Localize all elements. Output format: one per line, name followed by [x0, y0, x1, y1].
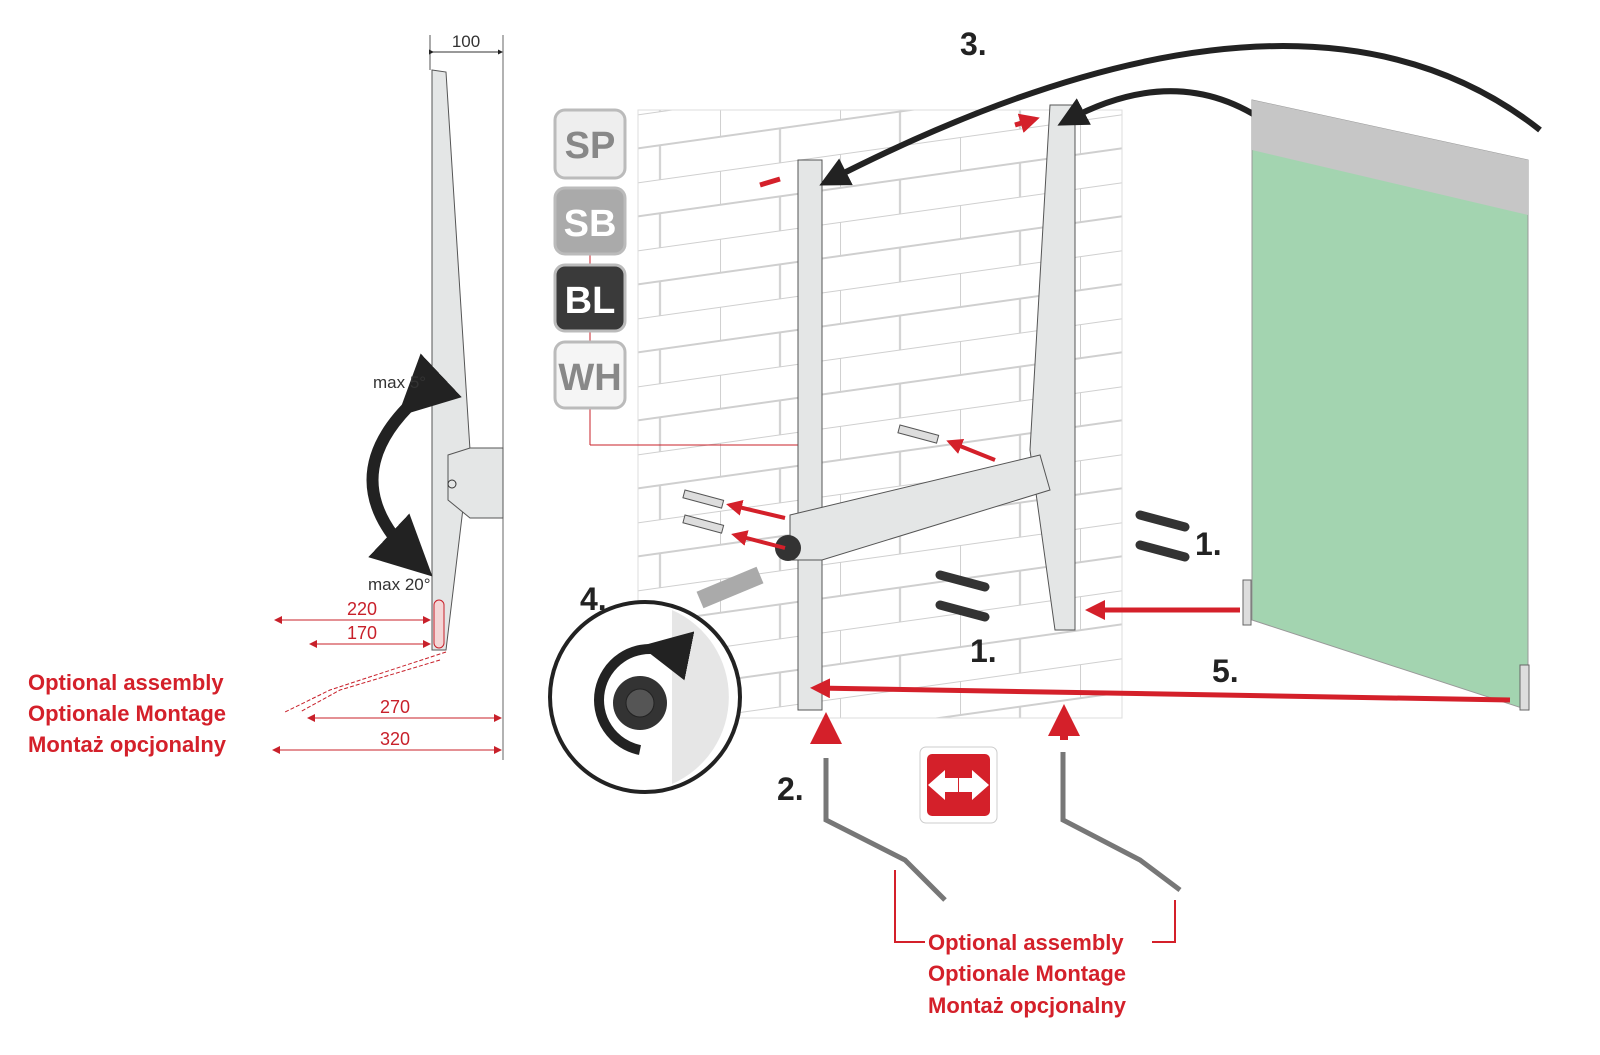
dim-220: 220 — [347, 599, 377, 619]
angle-bottom-label: max 20° — [368, 575, 431, 594]
feet — [810, 704, 1182, 943]
dim-170: 170 — [347, 623, 377, 643]
tilt-arrow-icon — [366, 353, 462, 577]
optional-label-pl: Montaż opcjonalny — [28, 732, 227, 757]
screws — [682, 424, 1190, 622]
step-1-bottom: 1. — [970, 633, 997, 669]
angle-top-label: max 5° — [373, 373, 426, 392]
optional-label-de: Optionale Montage — [28, 701, 226, 726]
step-2-label: 2. — [777, 771, 804, 807]
badge-bl: BL — [565, 280, 616, 322]
step-1-right: 1. — [1195, 526, 1222, 562]
step-3-label: 3. — [960, 26, 987, 62]
knob-icon — [775, 535, 801, 561]
side-view: 100 max 5° max 20° 220 170 270 320 Optio… — [28, 32, 504, 760]
glass-panel — [1242, 99, 1530, 711]
badge-sp: SP — [565, 125, 616, 167]
dim-270: 270 — [380, 697, 410, 717]
bottom-optional-en: Optional assembly — [928, 930, 1124, 955]
reversible-icon — [919, 746, 998, 824]
badge-sb: SB — [564, 203, 617, 245]
optional-label-en: Optional assembly — [28, 670, 224, 695]
width-dimension: 100 — [452, 32, 480, 51]
step-5-label: 5. — [1212, 653, 1239, 689]
color-badges: SP SB BL WH — [553, 108, 821, 448]
dim-320: 320 — [380, 729, 410, 749]
step-4-label: 4. — [580, 581, 607, 617]
knob-detail — [548, 566, 764, 794]
mounting-frame — [759, 105, 1076, 711]
bottom-optional-pl: Montaż opcjonalny — [928, 993, 1127, 1018]
badge-wh: WH — [558, 357, 621, 399]
bottom-optional-de: Optionale Montage — [928, 961, 1126, 986]
